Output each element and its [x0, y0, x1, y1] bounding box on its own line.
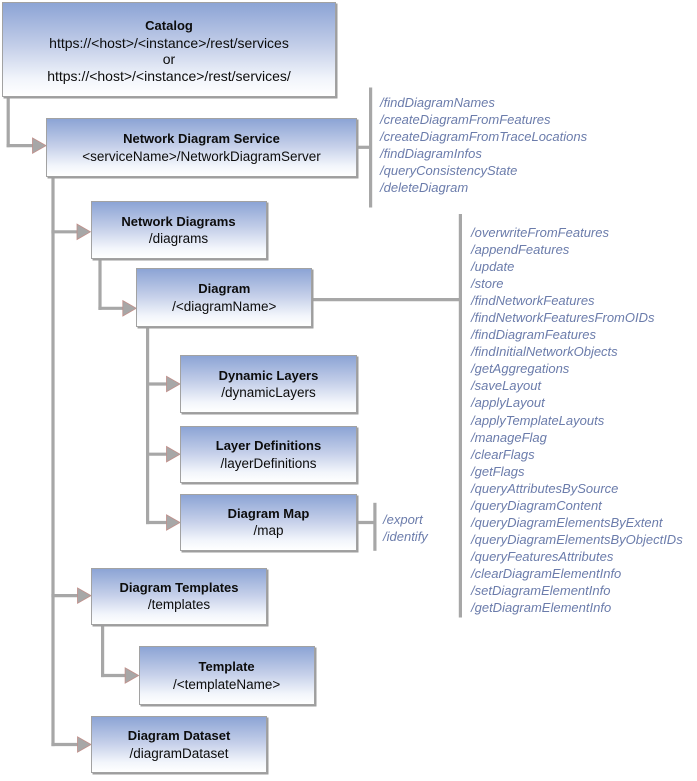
operation-item: /clearFlags — [471, 446, 535, 462]
node-title: Network Diagram Service — [123, 131, 280, 147]
operation-item: /store — [471, 276, 504, 292]
operation-item: /queryDiagramElementsByExtent — [471, 514, 663, 530]
node-path: /dynamicLayers — [221, 385, 316, 401]
arrowhead-layer-definitions — [166, 445, 181, 463]
node-title: Diagram Templates — [119, 579, 239, 595]
arrowhead-network-diagrams — [76, 223, 92, 241]
operations-list-diagram-map: /export/identify — [383, 512, 428, 545]
arrowhead-diagram — [122, 299, 138, 317]
node-path: /layerDefinitions — [220, 455, 317, 471]
operation-item: /saveLayout — [471, 378, 542, 394]
node-title: Diagram Dataset — [127, 728, 231, 744]
node-title: Dynamic Layers — [218, 367, 319, 383]
arrowhead-template — [124, 667, 140, 684]
node-title: Diagram Map — [227, 505, 310, 521]
operation-item: /queryDiagramElementsByObjectIDs — [471, 531, 683, 547]
operation-item: /deleteDiagram — [380, 180, 469, 196]
arrowhead-diagram-map — [166, 514, 181, 531]
operation-item: /findDiagramFeatures — [471, 327, 596, 343]
operations-list-network-diagram-service: /findDiagramNames/createDiagramFromFeatu… — [380, 94, 587, 196]
node-path: /diagramDataset — [129, 745, 229, 761]
arrowhead-dynamic-layers — [166, 375, 181, 393]
node-dynamic-layers: Dynamic Layers /dynamicLayers — [180, 355, 357, 413]
node-network-diagram-service: Network Diagram Service <serviceName>/Ne… — [46, 118, 357, 177]
operation-item: /findNetworkFeaturesFromOIDs — [471, 310, 655, 326]
node-layer-definitions: Layer Definitions /layerDefinitions — [180, 426, 357, 483]
arrowhead-diagram-templates — [77, 587, 92, 604]
operation-item: /findNetworkFeatures — [471, 293, 595, 309]
arrowhead-diagram-dataset — [77, 736, 92, 753]
operation-item: /getAggregations — [471, 361, 570, 377]
node-title: Template — [198, 659, 255, 675]
operation-item: /setDiagramElementInfo — [471, 582, 611, 598]
node-title: Network Diagrams — [121, 213, 236, 229]
node-title: Layer Definitions — [215, 438, 322, 454]
operation-item: /queryFeaturesAttributes — [471, 548, 614, 564]
operation-item: /export — [383, 512, 423, 528]
node-url-line: https://<host>/<instance>/rest/services — [49, 35, 289, 51]
node-url-or: or — [162, 51, 176, 68]
operation-item: /createDiagramFromTraceLocations — [380, 129, 588, 145]
node-diagram-map: Diagram Map /map — [180, 493, 357, 551]
node-path: /<diagramName> — [172, 298, 277, 314]
node-title: Catalog — [145, 18, 193, 33]
operation-item: /clearDiagramElementInfo — [471, 565, 622, 581]
operation-item: /applyLayout — [471, 395, 545, 411]
operation-item: /applyTemplateLayouts — [471, 412, 605, 428]
node-path: <serviceName>/NetworkDiagramServer — [82, 148, 321, 164]
node-title: Diagram — [198, 281, 251, 296]
node-url-line: https://<host>/<instance>/rest/services/ — [47, 67, 291, 84]
operation-item: /queryDiagramContent — [471, 497, 602, 513]
node-path: /map — [253, 523, 284, 539]
operation-item: /findDiagramNames — [380, 95, 495, 110]
node-path: /templates — [147, 597, 211, 613]
operation-item: /appendFeatures — [471, 242, 570, 258]
node-network-diagrams: Network Diagrams /diagrams — [90, 201, 267, 259]
node-path: /<templateName> — [172, 676, 281, 692]
node-catalog: Catalog https://<host>/<instance>/rest/s… — [2, 2, 336, 97]
arrowhead-network-diagram-service — [32, 137, 47, 154]
operation-item: /createDiagramFromFeatures — [380, 112, 551, 128]
operation-item: /findInitialNetworkObjects — [471, 344, 618, 360]
node-diagram: Diagram /<diagramName> — [136, 267, 313, 327]
operation-item: /update — [471, 259, 515, 275]
node-diagram-dataset: Diagram Dataset /diagramDataset — [91, 716, 267, 773]
operation-item: /manageFlag — [471, 429, 547, 445]
operation-item: /identify — [383, 528, 428, 544]
operation-item: /getFlags — [471, 463, 525, 479]
operation-item: /overwriteFromFeatures — [471, 225, 609, 240]
operations-list-diagram: /overwriteFromFeatures/appendFeatures/up… — [471, 224, 683, 616]
operation-item: /queryConsistencyState — [380, 163, 518, 179]
operation-item: /findDiagramInfos — [380, 146, 482, 162]
node-template: Template /<templateName> — [138, 646, 315, 705]
node-path: /diagrams — [148, 231, 209, 247]
node-diagram-templates: Diagram Templates /templates — [91, 567, 267, 625]
operation-item: /getDiagramElementInfo — [471, 600, 612, 616]
operation-item: /queryAttributesBySource — [471, 480, 619, 496]
